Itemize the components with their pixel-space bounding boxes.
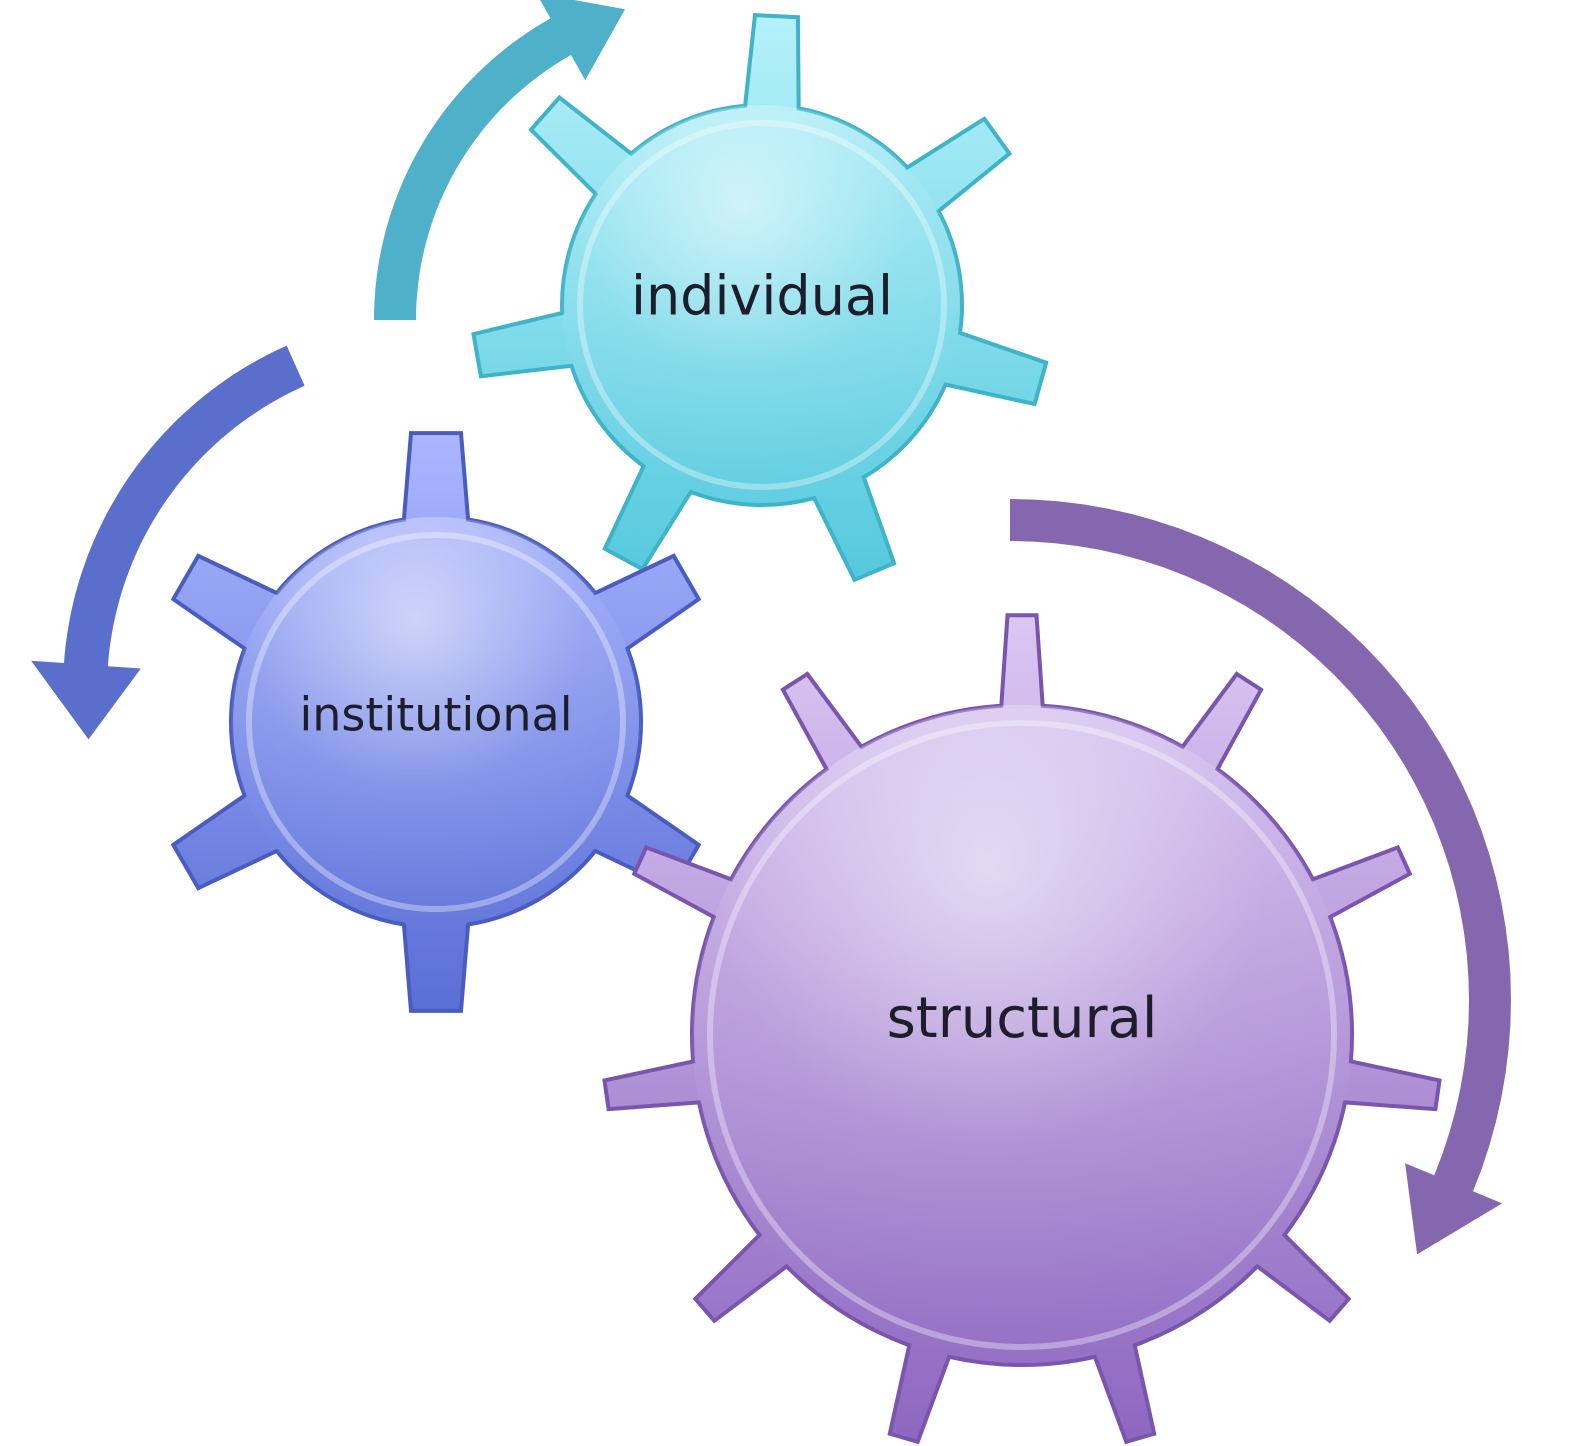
gear-structural: structural xyxy=(602,613,1442,1445)
gear-individual-rim xyxy=(577,120,947,490)
structural-arrow xyxy=(1010,499,1511,1255)
institutional-arrow xyxy=(31,345,305,740)
individual-arrow xyxy=(374,0,625,320)
gear-structural-rim xyxy=(707,720,1337,1350)
gear-structural-label: structural xyxy=(887,986,1158,1051)
gear-institutional-gloss xyxy=(231,517,641,927)
gear-institutional: institutional xyxy=(170,431,702,1013)
gear-individual-gloss xyxy=(562,105,962,505)
gear-institutional-label: institutional xyxy=(300,688,573,742)
gear-institutional-rim xyxy=(246,532,626,912)
gear-individual: individual xyxy=(471,13,1049,583)
gear-individual-label: individual xyxy=(631,265,893,328)
gear-structural-gloss xyxy=(692,705,1352,1365)
